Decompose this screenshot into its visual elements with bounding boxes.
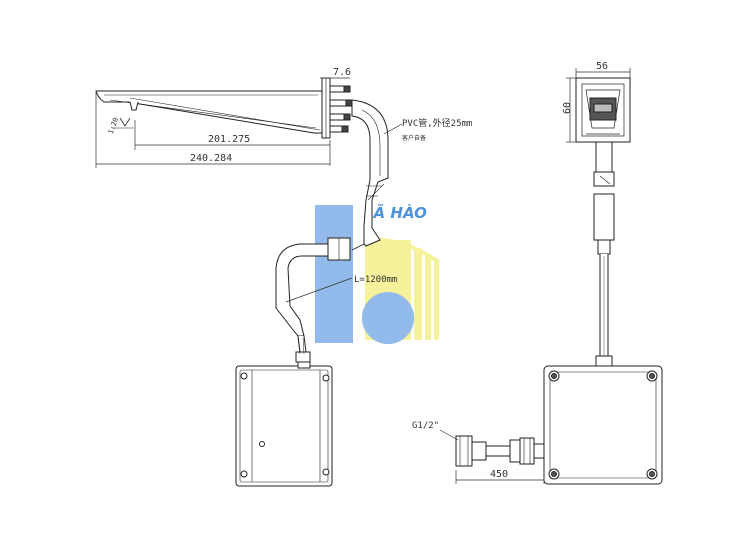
dim-pipe-offset: 7.6: [333, 67, 351, 78]
watermark-text: LÃ HÀO: [364, 203, 427, 222]
pvc-note: PVC管,外径25mm: [402, 117, 472, 129]
watermark-logo: LÃ HÀO: [315, 203, 441, 344]
control-box-front: [543, 365, 663, 485]
sensor-head-front: [575, 77, 631, 143]
sensor-dimensions: 56 60: [562, 61, 631, 143]
thread-label: G1/2": [412, 421, 439, 431]
dim-hose-length: 450: [490, 469, 508, 480]
spout-side-view: [95, 77, 353, 139]
control-box-side: [235, 361, 333, 487]
pvc-note-sub: 客户自备: [402, 134, 426, 142]
dim-box-height: 60: [562, 102, 573, 114]
dim-box-width: 56: [596, 61, 608, 72]
dim-spout-total: 240.284: [190, 153, 232, 164]
pvc-pipe: [351, 99, 389, 247]
inlet-hose: [455, 435, 545, 467]
control-cable: [275, 237, 365, 363]
spout-dimensions: 7.6 201.275 240.284 1:20: [95, 67, 351, 168]
slope-label: 1:20: [107, 117, 120, 136]
hose-dimensions: G1/2" 450: [412, 421, 545, 484]
pipe-notes: PVC管,外径25mm 客户自备 L=1200mm: [285, 117, 472, 303]
dim-cable-length: L=1200mm: [354, 275, 397, 285]
front-pipe: [593, 141, 615, 367]
dim-spout-inner: 201.275: [208, 134, 250, 145]
